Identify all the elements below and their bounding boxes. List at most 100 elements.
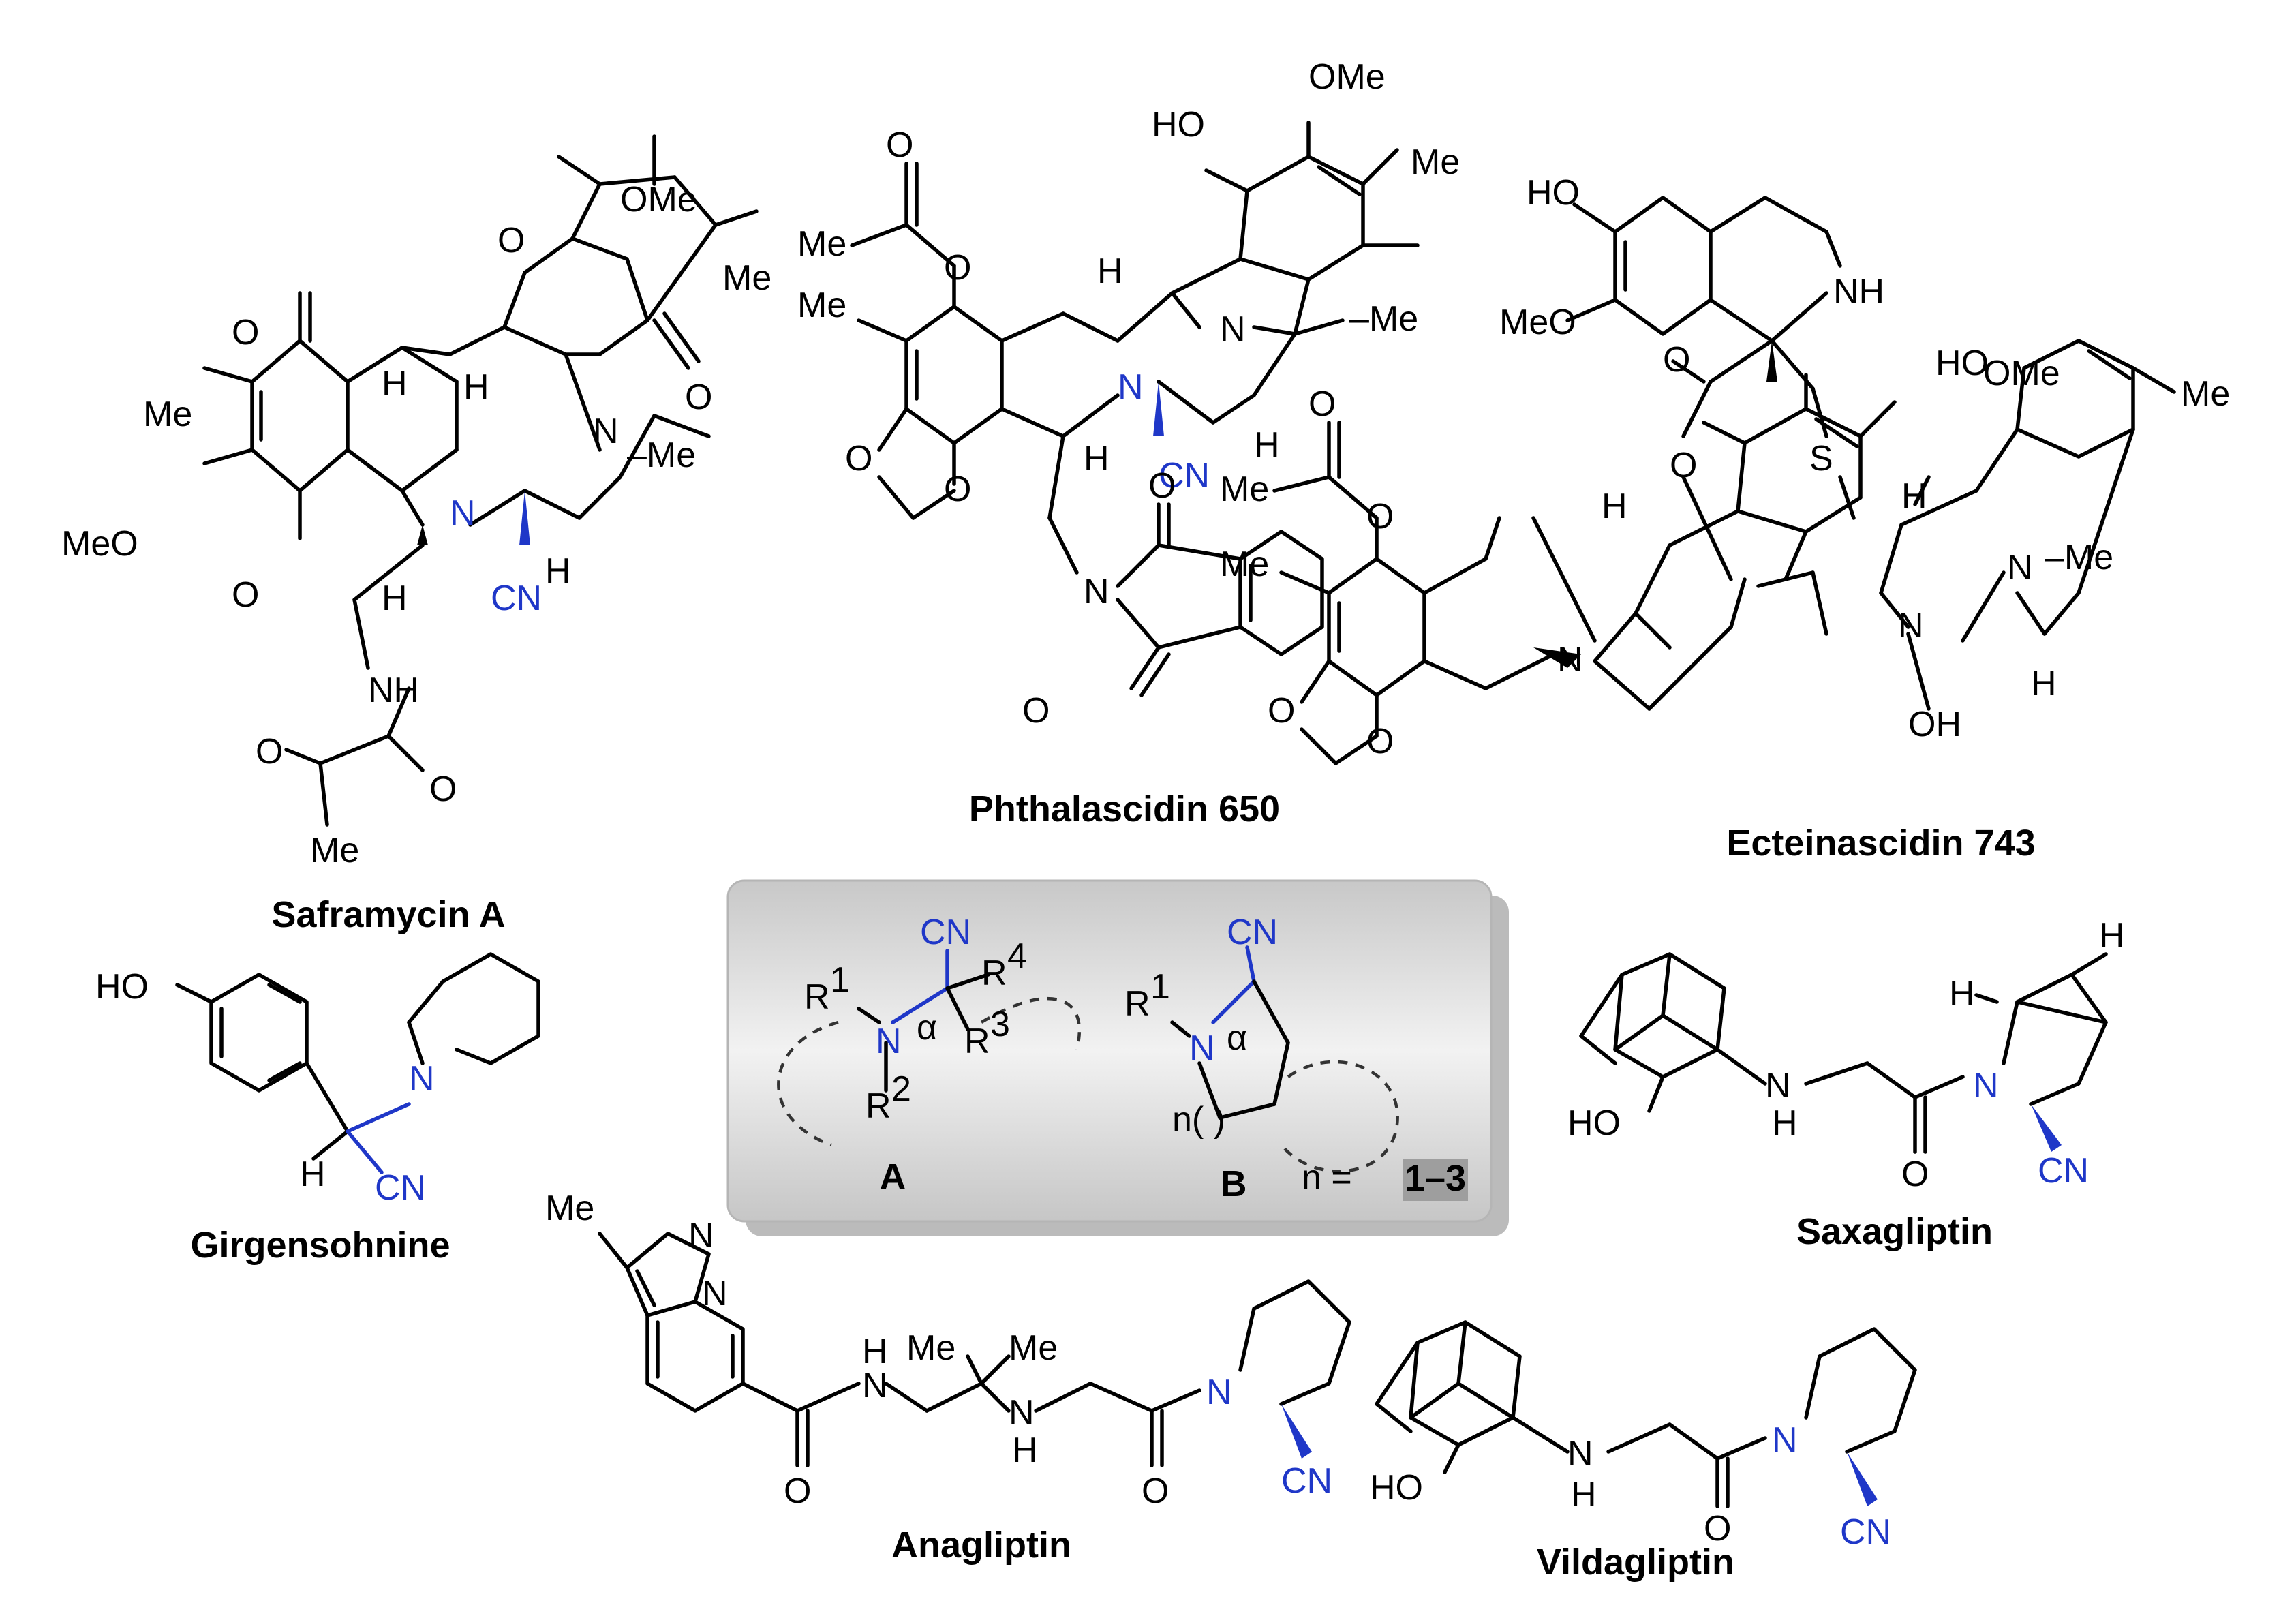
atom-label: N xyxy=(450,493,476,533)
atom-label: N xyxy=(409,1059,435,1099)
atom-label: –Me xyxy=(627,436,696,475)
scaffold-a: R 1 N CN R 4 α R 3 R 2 A xyxy=(777,913,1082,1197)
atom-label: H xyxy=(1772,1103,1798,1143)
atom-label: N xyxy=(593,412,619,451)
substituent-r4-superscript: 4 xyxy=(1007,936,1027,976)
atom-label: O xyxy=(1022,691,1050,731)
atom-label: N xyxy=(1009,1393,1035,1433)
atom-label: N xyxy=(1189,1028,1215,1068)
ring-size-marker: n( ) xyxy=(1172,1100,1225,1140)
atom-label: HO xyxy=(1567,1103,1621,1143)
atom-label: OH xyxy=(1908,705,1961,744)
atom-label: HO xyxy=(1935,344,1989,383)
atom-label: N xyxy=(1772,1420,1798,1460)
atom-label: Me xyxy=(797,286,846,325)
atom-label: O xyxy=(845,439,872,478)
atom-label: –Me xyxy=(1349,299,1418,339)
atom-label: H xyxy=(1097,251,1123,291)
anagliptin-structure: Me N N O N H Me Me N H O N CN Anagliptin xyxy=(545,1189,1351,1566)
atom-label: O xyxy=(1148,466,1176,506)
atom-label: H xyxy=(545,551,571,591)
atom-label: HO xyxy=(95,967,149,1007)
scaffold-a-label: A xyxy=(880,1157,906,1197)
atom-label: H xyxy=(463,367,489,407)
atom-label: N xyxy=(2007,548,2033,587)
atom-label: Me xyxy=(1009,1328,1058,1368)
phthalascidin-650-structure: O Me O Me O O N CN H H N –Me H HO OMe Me… xyxy=(797,57,1460,829)
atom-label: O xyxy=(498,221,525,260)
atom-label: O xyxy=(685,378,712,417)
atom-label: N xyxy=(1084,572,1109,611)
atom-label: O xyxy=(944,470,971,509)
atom-label: S xyxy=(1809,439,1833,478)
substituent-r1-superscript: 1 xyxy=(1150,967,1170,1007)
girgensohnine-structure: HO N H CN Girgensohnine xyxy=(95,952,540,1266)
atom-label: Me xyxy=(143,395,192,434)
atom-label: HO xyxy=(1152,105,1205,144)
atom-label: Me xyxy=(722,258,771,298)
scaffold-b: R 1 N CN α n( ) B n = 1–3 xyxy=(1124,913,1468,1204)
atom-label: O xyxy=(784,1471,811,1511)
atom-label: O xyxy=(232,313,259,352)
atom-label: Me xyxy=(1220,545,1269,584)
vildagliptin-structure: HO N H O N CN Vildagliptin xyxy=(1370,1320,1917,1583)
atom-label: O xyxy=(1268,691,1295,731)
compound-name: Vildagliptin xyxy=(1537,1542,1734,1583)
nitrile-label: CN xyxy=(375,1168,426,1208)
atom-label: N xyxy=(702,1274,728,1313)
atom-label: N xyxy=(1206,1373,1232,1412)
atom-label: O xyxy=(429,769,457,809)
atom-label: Me xyxy=(797,224,846,264)
scaffold-b-label: B xyxy=(1221,1163,1247,1204)
atom-label: H xyxy=(2099,916,2125,956)
atom-label: O xyxy=(1670,446,1697,485)
atom-label: H xyxy=(1901,476,1927,516)
compound-name: Girgensohnine xyxy=(190,1225,450,1266)
atom-label: NH xyxy=(368,671,419,710)
atom-label: N xyxy=(1220,309,1246,349)
substituent-r1-superscript: 1 xyxy=(830,960,850,1000)
compound-name: Saframycin A xyxy=(271,894,505,935)
atom-label: H xyxy=(1254,425,1280,465)
atom-label: O xyxy=(1704,1509,1731,1548)
atom-label: O xyxy=(1901,1155,1929,1194)
atom-label: H xyxy=(1949,974,1975,1013)
atom-label: –Me xyxy=(2045,538,2113,577)
atom-label: OMe xyxy=(1308,57,1386,97)
compound-name: Saxagliptin xyxy=(1796,1211,1993,1252)
atom-label: N xyxy=(688,1216,714,1255)
saframycin-a-structure: H O O Me MeO N CN H H N –Me H O OMe Me O… xyxy=(61,134,771,935)
atom-label: O xyxy=(1308,384,1336,424)
substituent-r3-superscript: 3 xyxy=(990,1005,1010,1044)
substituent-r4: R xyxy=(981,953,1007,993)
atom-label: O xyxy=(1366,497,1394,536)
atom-label: H xyxy=(862,1332,888,1371)
atom-label: N xyxy=(1118,367,1144,407)
saxagliptin-structure: HO N H O N CN H H Saxagliptin xyxy=(1567,916,2125,1252)
nitrile-label: CN xyxy=(1281,1461,1332,1501)
atom-label: H xyxy=(1602,487,1627,526)
atom-label: H xyxy=(382,579,408,618)
atom-label: MeO xyxy=(61,524,138,564)
atom-label: O xyxy=(1366,722,1394,761)
atom-label: N xyxy=(862,1366,888,1405)
nitrile-label: CN xyxy=(920,913,971,952)
atom-label: H xyxy=(2031,664,2057,703)
nitrile-label: CN xyxy=(1840,1512,1891,1552)
atom-label: N xyxy=(1567,1434,1593,1474)
nitrile-label: CN xyxy=(1159,456,1210,495)
atom-label: Me xyxy=(310,831,359,870)
atom-label: O xyxy=(1142,1471,1169,1511)
atom-label: HO xyxy=(1370,1468,1423,1508)
atom-label: H xyxy=(300,1155,326,1194)
atom-label: H xyxy=(1571,1475,1597,1514)
atom-label: NH xyxy=(1833,272,1884,311)
substituent-r1: R xyxy=(1124,984,1150,1024)
alpha-marker: α xyxy=(1227,1018,1247,1058)
atom-label: N xyxy=(1557,640,1583,680)
atom-label: O xyxy=(944,248,971,288)
atom-label: H xyxy=(382,364,408,403)
atom-label: N xyxy=(876,1022,902,1061)
nitrile-label: CN xyxy=(491,579,542,618)
